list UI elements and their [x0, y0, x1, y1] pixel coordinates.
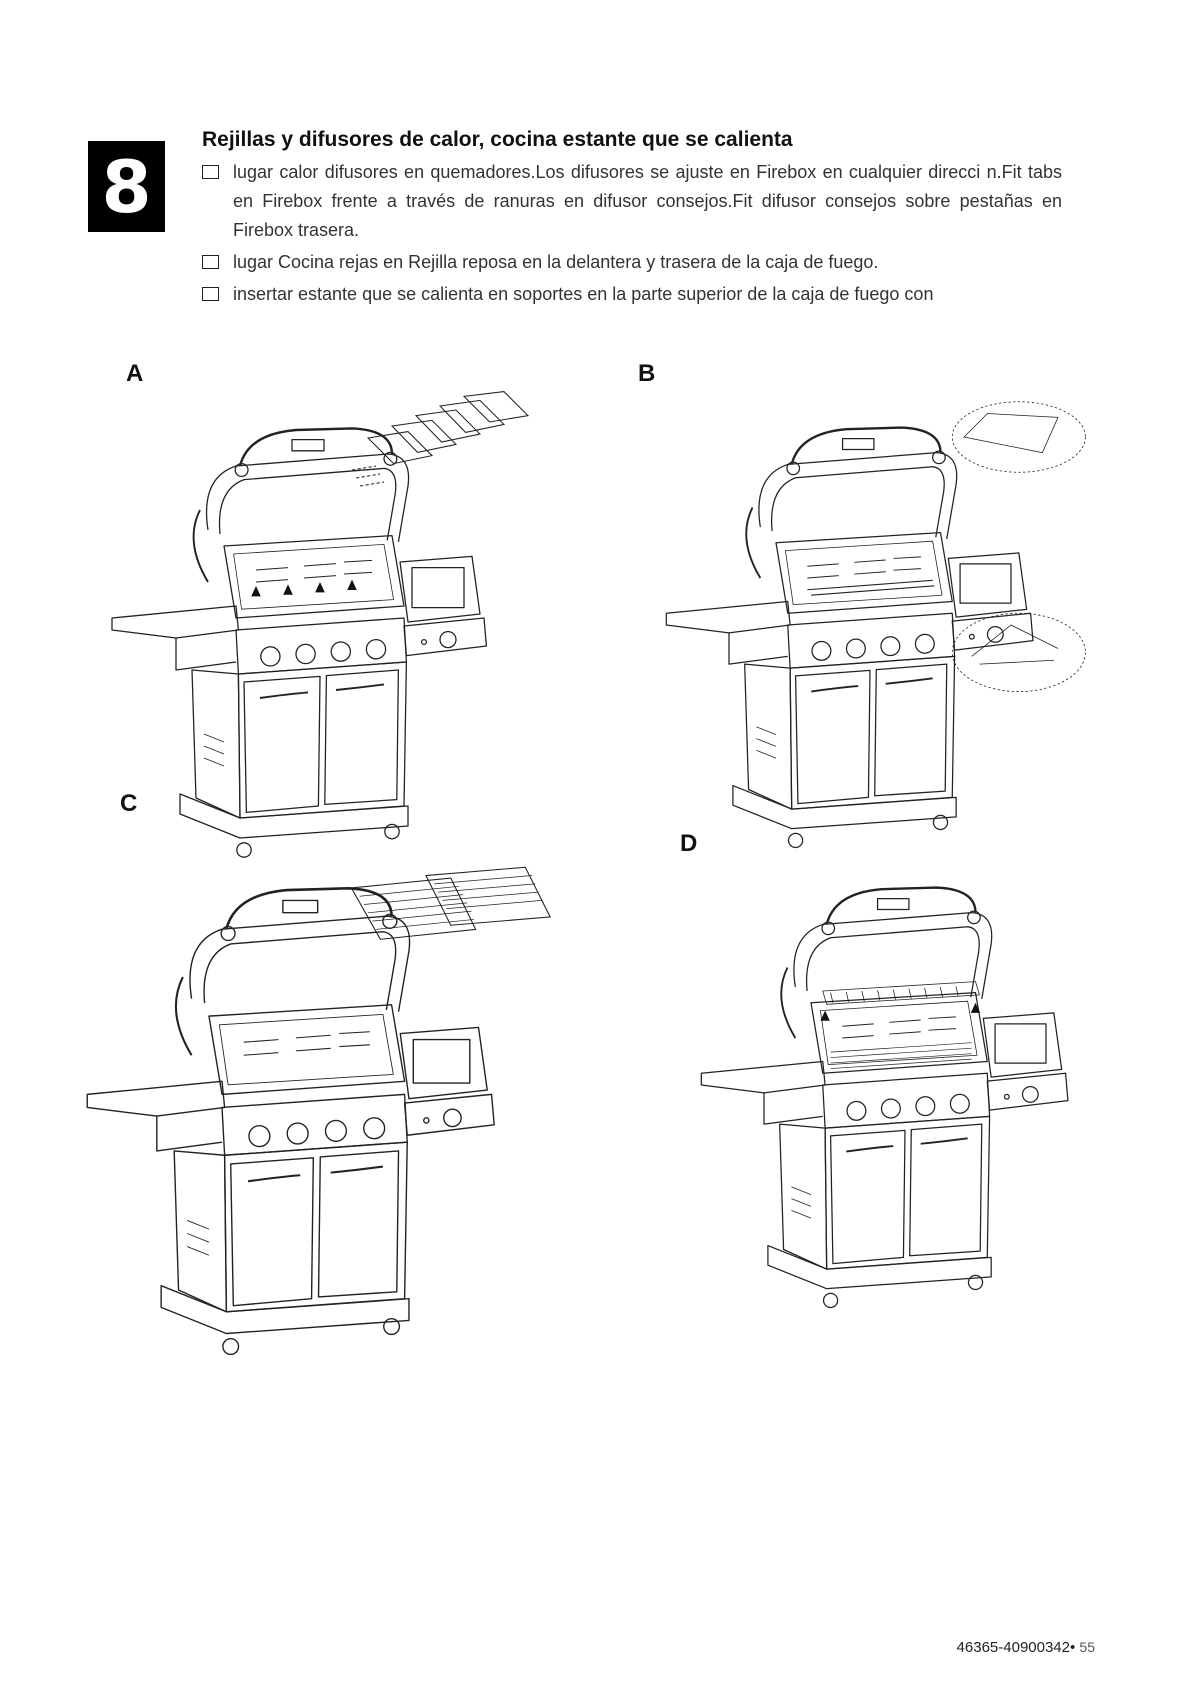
document-number: 46365-40900342• — [956, 1639, 1076, 1656]
page-number: 55 — [1079, 1639, 1095, 1655]
instruction-item: insertar estante que se calienta en sopo… — [202, 280, 1062, 309]
figure-a: A — [40, 360, 600, 870]
figure-label: B — [638, 360, 656, 387]
page-footer: 46365-40900342• 55 — [957, 1639, 1095, 1656]
figure-label: C — [120, 790, 138, 817]
section-title: Rejillas y difusores de calor, cocina es… — [202, 128, 793, 151]
grill-diffusers-illustration — [110, 391, 530, 859]
instruction-text: lugar calor difusores en quemadores.Los … — [233, 162, 1062, 240]
checkbox-icon — [202, 287, 219, 301]
figure-label: D — [680, 830, 698, 857]
instruction-item: lugar calor difusores en quemadores.Los … — [202, 158, 1062, 245]
grill-warming-rack-illustration — [700, 886, 1070, 1309]
figure-d: D — [650, 830, 1160, 1320]
figure-c: C — [10, 790, 610, 1360]
instruction-text: lugar Cocina rejas en Rejilla reposa en … — [233, 252, 879, 272]
instruction-item: lugar Cocina rejas en Rejilla reposa en … — [202, 248, 1062, 277]
grill-diffusers-installed-illustration — [665, 401, 1086, 849]
step-number-badge: 8 — [88, 141, 165, 232]
checkbox-icon — [202, 165, 219, 179]
checkbox-icon — [202, 255, 219, 269]
figure-b: B — [610, 360, 1130, 860]
instruction-text: insertar estante que se calienta en sopo… — [233, 284, 934, 304]
grill-cooking-grates-illustration — [85, 866, 551, 1356]
instructions-block: Rejillas y difusores de calor, cocina es… — [202, 126, 1062, 312]
figure-label: A — [126, 360, 144, 387]
